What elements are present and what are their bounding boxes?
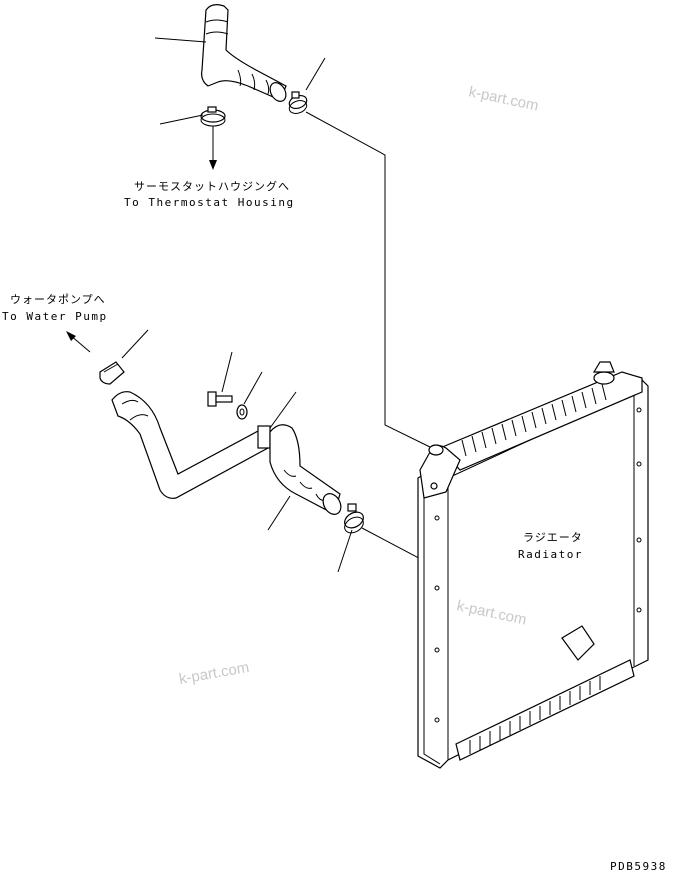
leader-line: [305, 57, 326, 91]
radiator-inlet-pipe[interactable]: [419, 444, 461, 499]
watermark: k-part.com: [178, 659, 251, 688]
leader-line: [267, 495, 291, 531]
upper-radiator-hose[interactable]: [201, 4, 289, 104]
hose-clamp-upper-left[interactable]: [200, 106, 226, 127]
arrow-head: [66, 331, 76, 341]
radiator[interactable]: [417, 371, 649, 769]
hose-clamp-upper-right[interactable]: [287, 91, 308, 116]
hose-fitting-water-pump[interactable]: [99, 361, 125, 385]
connection-line: [305, 111, 433, 449]
pipe-bracket[interactable]: [257, 425, 271, 449]
leader-line: [159, 114, 204, 125]
arrow-head: [209, 160, 217, 170]
thermostat-label-jp: サーモスタットハウジングへ: [134, 179, 290, 193]
watermark: k-part.com: [467, 83, 540, 114]
leader-line: [121, 329, 149, 359]
radiator-cap[interactable]: [592, 361, 615, 385]
leader-line: [221, 351, 233, 393]
radiator-outlet-pipe[interactable]: [561, 625, 595, 661]
lower-hose-connector[interactable]: [269, 424, 344, 518]
thermostat-label-en: To Thermostat Housing: [124, 196, 295, 209]
water-pump-label-jp: ウォータポンプへ: [10, 293, 106, 306]
washer[interactable]: [236, 404, 248, 420]
hose-clamp-lower[interactable]: [342, 503, 366, 536]
radiator-label-jp: ラジエータ: [523, 531, 583, 544]
radiator-label-en: Radiator: [518, 548, 583, 561]
water-pump-label-en: To Water Pump: [2, 310, 108, 323]
mounting-holes: [434, 407, 642, 723]
leader-line: [269, 391, 297, 429]
bolt[interactable]: [207, 391, 233, 407]
leader-line: [337, 529, 353, 573]
leader-line: [243, 371, 263, 405]
leader-line: [154, 37, 207, 43]
drawing-number: PDB5938: [610, 860, 667, 873]
